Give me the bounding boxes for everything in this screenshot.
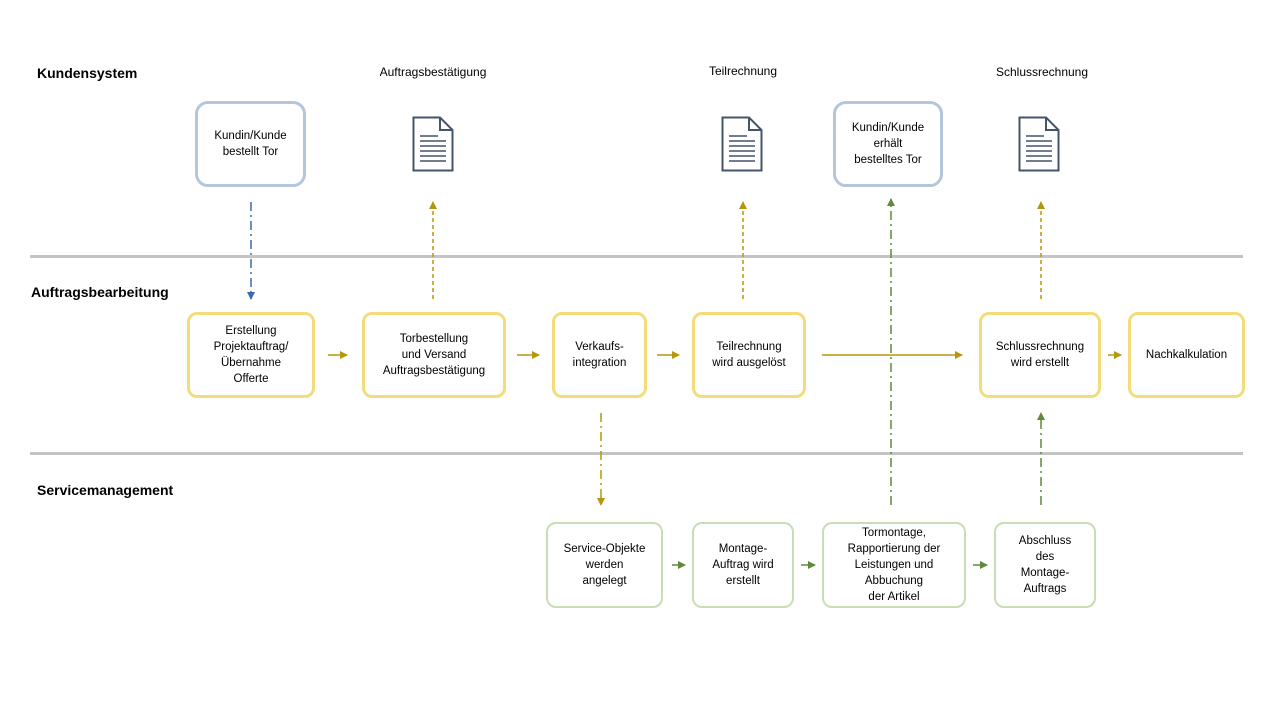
node-nachkalkulation: Nachkalkulation [1128, 312, 1245, 398]
node-abschluss-montageauftrag: Abschluss des Montage- Auftrags [994, 522, 1096, 608]
node-schlussrechnung: Schlussrechnung wird erstellt [979, 312, 1101, 398]
node-montageauftrag: Montage- Auftrag wird erstellt [692, 522, 794, 608]
lane-divider-top [30, 255, 1243, 258]
lane-divider-bottom [30, 452, 1243, 455]
node-kunde-bestellt: Kundin/Kunde bestellt Tor [195, 101, 306, 187]
document-icon [1018, 116, 1060, 172]
node-teilrechnung: Teilrechnung wird ausgelöst [692, 312, 806, 398]
doc-label-teilrechnung: Teilrechnung [708, 64, 778, 78]
node-service-objekte: Service-Objekte werden angelegt [546, 522, 663, 608]
lane-label-kundensystem: Kundensystem [37, 65, 138, 81]
document-icon [721, 116, 763, 172]
doc-label-auftragsbestaetigung: Auftragsbestätigung [379, 65, 487, 79]
node-erstellung-projektauftrag: Erstellung Projektauftrag/ Übernahme Off… [187, 312, 315, 398]
node-kunde-erhaelt: Kundin/Kunde erhält bestelltes Tor [833, 101, 943, 187]
lane-label-servicemanagement: Servicemanagement [37, 482, 174, 498]
lane-label-auftragsbearbeitung: Auftragsbearbeitung [31, 284, 169, 300]
doc-label-schlussrechnung: Schlussrechnung [995, 65, 1089, 79]
document-icon [412, 116, 454, 172]
node-verkaufsintegration: Verkaufs- integration [552, 312, 647, 398]
node-torbestellung: Torbestellung und Versand Auftragsbestät… [362, 312, 506, 398]
node-tormontage: Tormontage, Rapportierung der Leistungen… [822, 522, 966, 608]
